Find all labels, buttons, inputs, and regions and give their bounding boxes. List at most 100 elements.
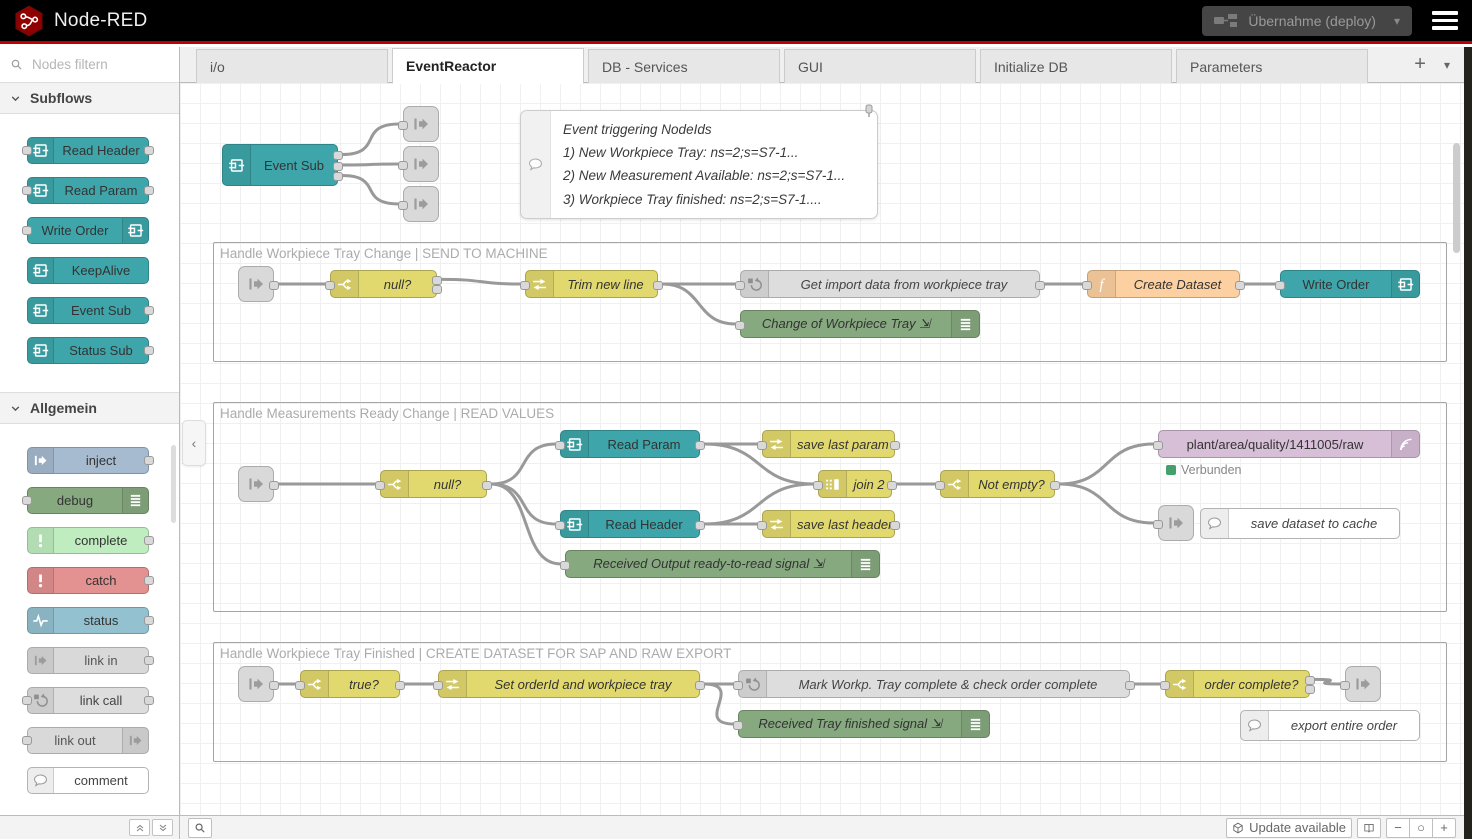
palette-node-read-header[interactable]: Read Header xyxy=(27,137,149,164)
node-port[interactable] xyxy=(395,681,405,690)
node-port[interactable] xyxy=(1235,281,1245,290)
node-port[interactable] xyxy=(890,521,900,530)
flow-node-li2[interactable] xyxy=(238,466,274,502)
tab-i-o[interactable]: i/o xyxy=(196,49,388,83)
node-port[interactable] xyxy=(1275,281,1285,290)
node-port[interactable] xyxy=(1160,681,1170,690)
palette-node-inject[interactable]: inject xyxy=(27,447,149,474)
node-port[interactable] xyxy=(560,561,570,570)
flow-canvas[interactable]: Handle Workpiece Tray Change | SEND TO M… xyxy=(180,83,1464,815)
tab-eventreactor[interactable]: EventReactor xyxy=(392,48,584,84)
palette-node-comment[interactable]: comment xyxy=(27,767,149,794)
palette-node-debug[interactable]: debug xyxy=(27,487,149,514)
flow-node-trim-new-line[interactable]: Trim new line xyxy=(525,270,658,298)
flow-node-null[interactable]: null? xyxy=(380,470,487,498)
flow-node-join-2[interactable]: join 2 xyxy=(818,470,892,498)
flow-node-li3[interactable] xyxy=(238,666,274,702)
node-port[interactable] xyxy=(555,441,565,450)
deploy-button[interactable]: Übernahme (deploy) ▾ xyxy=(1202,6,1412,36)
node-port[interactable] xyxy=(735,321,745,330)
node-port[interactable] xyxy=(432,285,442,294)
flow-node-lout3[interactable] xyxy=(1345,666,1381,702)
flow-node-export-entire-order[interactable]: export entire order xyxy=(1240,710,1420,741)
flow-node-event-sub[interactable]: Event Sub xyxy=(222,144,338,186)
node-port[interactable] xyxy=(144,346,154,355)
palette-node-write-order[interactable]: Write Order xyxy=(27,217,149,244)
flow-node-change-of-workpiece-tray[interactable]: Change of Workpiece Tray ⇲ xyxy=(740,310,980,338)
palette-node-link-out[interactable]: link out xyxy=(27,727,149,754)
node-port[interactable] xyxy=(144,186,154,195)
node-port[interactable] xyxy=(482,481,492,490)
node-port[interactable] xyxy=(695,681,705,690)
flow-node-true[interactable]: true? xyxy=(300,670,400,698)
flow-node-get-import-data-from-workpiece-tray[interactable]: Get import data from workpiece tray xyxy=(740,270,1040,298)
node-port[interactable] xyxy=(144,576,154,585)
tab-db-services[interactable]: DB - Services xyxy=(588,49,780,83)
node-port[interactable] xyxy=(375,481,385,490)
palette-search-input[interactable] xyxy=(30,56,160,73)
flow-node-create-dataset[interactable]: fCreate Dataset xyxy=(1087,270,1240,298)
zoom-reset-button[interactable]: ○ xyxy=(1409,818,1433,838)
node-port[interactable] xyxy=(890,441,900,450)
node-port[interactable] xyxy=(520,281,530,290)
palette-node-read-param[interactable]: Read Param xyxy=(27,177,149,204)
node-port[interactable] xyxy=(695,441,705,450)
node-port[interactable] xyxy=(935,481,945,490)
flow-node-not-empty[interactable]: Not empty? xyxy=(940,470,1055,498)
palette-node-catch[interactable]: catch xyxy=(27,567,149,594)
flow-node-read-param[interactable]: Read Param xyxy=(560,430,700,458)
palette-category-allgemein[interactable]: Allgemein xyxy=(0,392,179,424)
palette-node-keepalive[interactable]: KeepAlive xyxy=(27,257,149,284)
flow-node-write-order[interactable]: Write Order xyxy=(1280,270,1420,298)
palette-search[interactable] xyxy=(0,47,179,83)
node-port[interactable] xyxy=(22,736,32,745)
canvas-vertical-scrollbar[interactable] xyxy=(1453,143,1460,253)
node-port[interactable] xyxy=(333,172,343,181)
node-port[interactable] xyxy=(295,681,305,690)
palette-toggle-button[interactable]: ‹ xyxy=(182,420,206,466)
flow-node-plant-area-quality-1411005-raw[interactable]: plant/area/quality/1411005/raw xyxy=(1158,430,1420,458)
node-port[interactable] xyxy=(269,281,279,290)
node-port[interactable] xyxy=(398,161,408,170)
tab-initialize-db[interactable]: Initialize DB xyxy=(980,49,1172,83)
flow-node-set-orderid-and-workpiece-tray[interactable]: Set orderId and workpiece tray xyxy=(438,670,700,698)
flow-node-received-output-ready-to-read-signal[interactable]: Received Output ready-to-read signal ⇲ xyxy=(565,550,880,578)
palette-node-status[interactable]: status xyxy=(27,607,149,634)
node-port[interactable] xyxy=(432,276,442,285)
node-port[interactable] xyxy=(555,521,565,530)
node-port[interactable] xyxy=(144,536,154,545)
node-port[interactable] xyxy=(144,146,154,155)
palette-category-subflows[interactable]: Subflows xyxy=(0,82,179,114)
flow-node-lout2[interactable] xyxy=(1158,505,1194,541)
flow-node-lo1[interactable] xyxy=(403,106,439,142)
node-port[interactable] xyxy=(22,186,32,195)
node-port[interactable] xyxy=(269,681,279,690)
node-port[interactable] xyxy=(22,146,32,155)
node-port[interactable] xyxy=(733,721,743,730)
node-port[interactable] xyxy=(144,656,154,665)
node-port[interactable] xyxy=(333,151,343,160)
node-port[interactable] xyxy=(757,441,767,450)
flow-list-caret-icon[interactable]: ▾ xyxy=(1444,58,1450,72)
palette-node-link-call[interactable]: link call xyxy=(27,687,149,714)
zoom-in-button[interactable]: + xyxy=(1432,818,1456,838)
node-port[interactable] xyxy=(653,281,663,290)
flow-node-mark-workp-tray-complete-check-order-complete[interactable]: Mark Workp. Tray complete & check order … xyxy=(738,670,1130,698)
node-port[interactable] xyxy=(144,616,154,625)
update-available-button[interactable]: Update available xyxy=(1226,818,1352,838)
node-port[interactable] xyxy=(144,456,154,465)
node-port[interactable] xyxy=(1340,681,1350,690)
node-port[interactable] xyxy=(433,681,443,690)
flow-node-received-tray-finished-signal[interactable]: Received Tray finished signal ⇲ xyxy=(738,710,990,738)
node-port[interactable] xyxy=(22,226,32,235)
node-port[interactable] xyxy=(398,121,408,130)
node-port[interactable] xyxy=(325,281,335,290)
node-port[interactable] xyxy=(1050,481,1060,490)
palette-node-link-in[interactable]: link in xyxy=(27,647,149,674)
node-port[interactable] xyxy=(269,481,279,490)
palette-scrollbar[interactable] xyxy=(171,445,176,523)
flow-node-save-last-param[interactable]: save last param xyxy=(762,430,895,458)
node-port[interactable] xyxy=(1305,676,1315,685)
flow-node-li1[interactable] xyxy=(238,266,274,302)
palette-expand-all-button[interactable] xyxy=(152,819,173,836)
